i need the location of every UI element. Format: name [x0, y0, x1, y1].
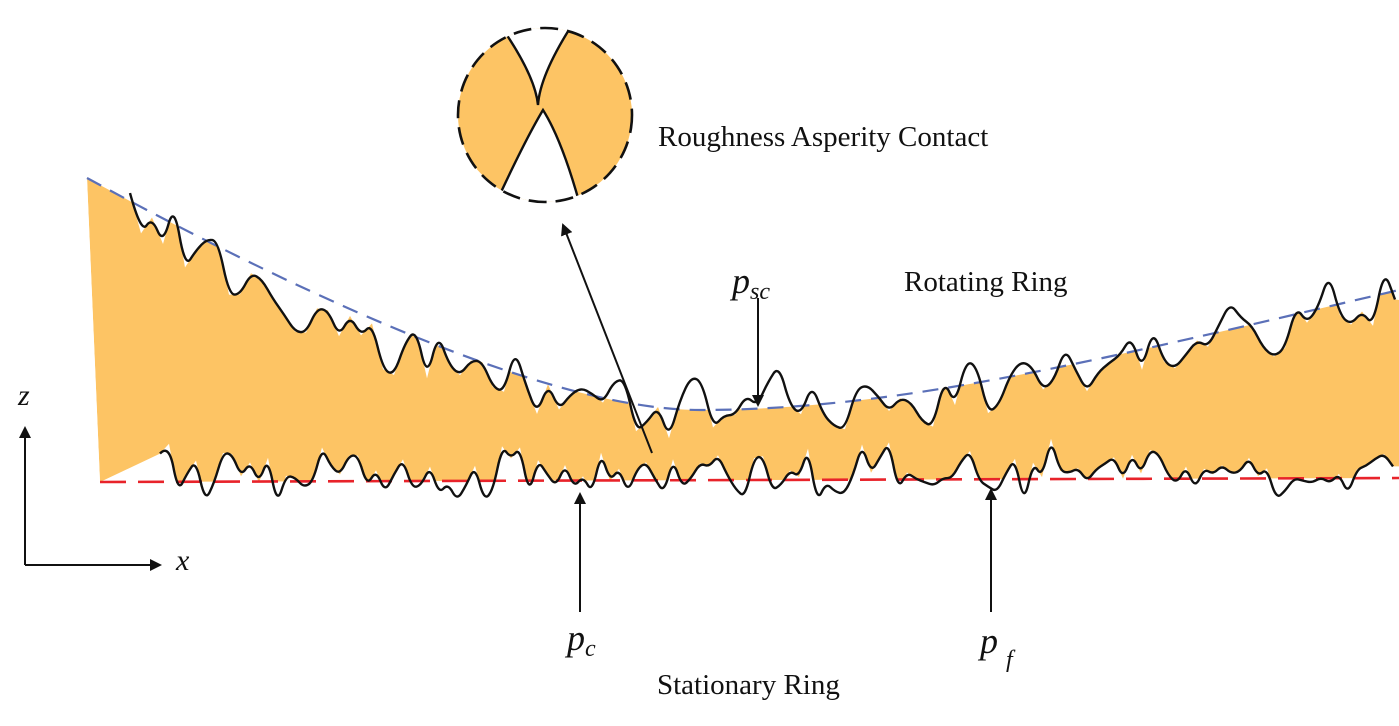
stationary-ring-label: Stationary Ring [657, 669, 840, 701]
psc-base: p [729, 261, 750, 301]
pc-base: p [564, 618, 585, 658]
rotating-ring-rough-surface [128, 192, 1397, 431]
inset-circle [456, 26, 634, 204]
pc-sub: c [585, 636, 596, 662]
contact-leader-arrow [561, 223, 653, 454]
z-axis-label: z [17, 379, 30, 412]
rotating-ring-label: Rotating Ring [904, 266, 1068, 298]
rotating-ring-mean-line [86, 177, 1399, 412]
inset-gap-lower [495, 110, 580, 202]
asperity-contact-inset [456, 26, 634, 204]
pf-sub: f [1006, 647, 1016, 673]
x-axis-label: x [175, 544, 190, 577]
pc-label: pc [564, 618, 596, 662]
lower-asperity-outline [493, 107, 582, 202]
psc-sub: sc [750, 279, 770, 305]
pf-base: p [977, 621, 998, 661]
fluid-film-fill [87, 178, 1399, 482]
stationary-ring-rough-surface [159, 446, 1394, 498]
fluid-film-region [87, 178, 1399, 482]
inset-gap [500, 28, 572, 105]
coordinate-axes: z x [17, 379, 190, 577]
upper-asperity-outline [499, 28, 574, 106]
inset-title: Roughness Asperity Contact [658, 121, 988, 153]
psc-label: psc [729, 261, 770, 305]
